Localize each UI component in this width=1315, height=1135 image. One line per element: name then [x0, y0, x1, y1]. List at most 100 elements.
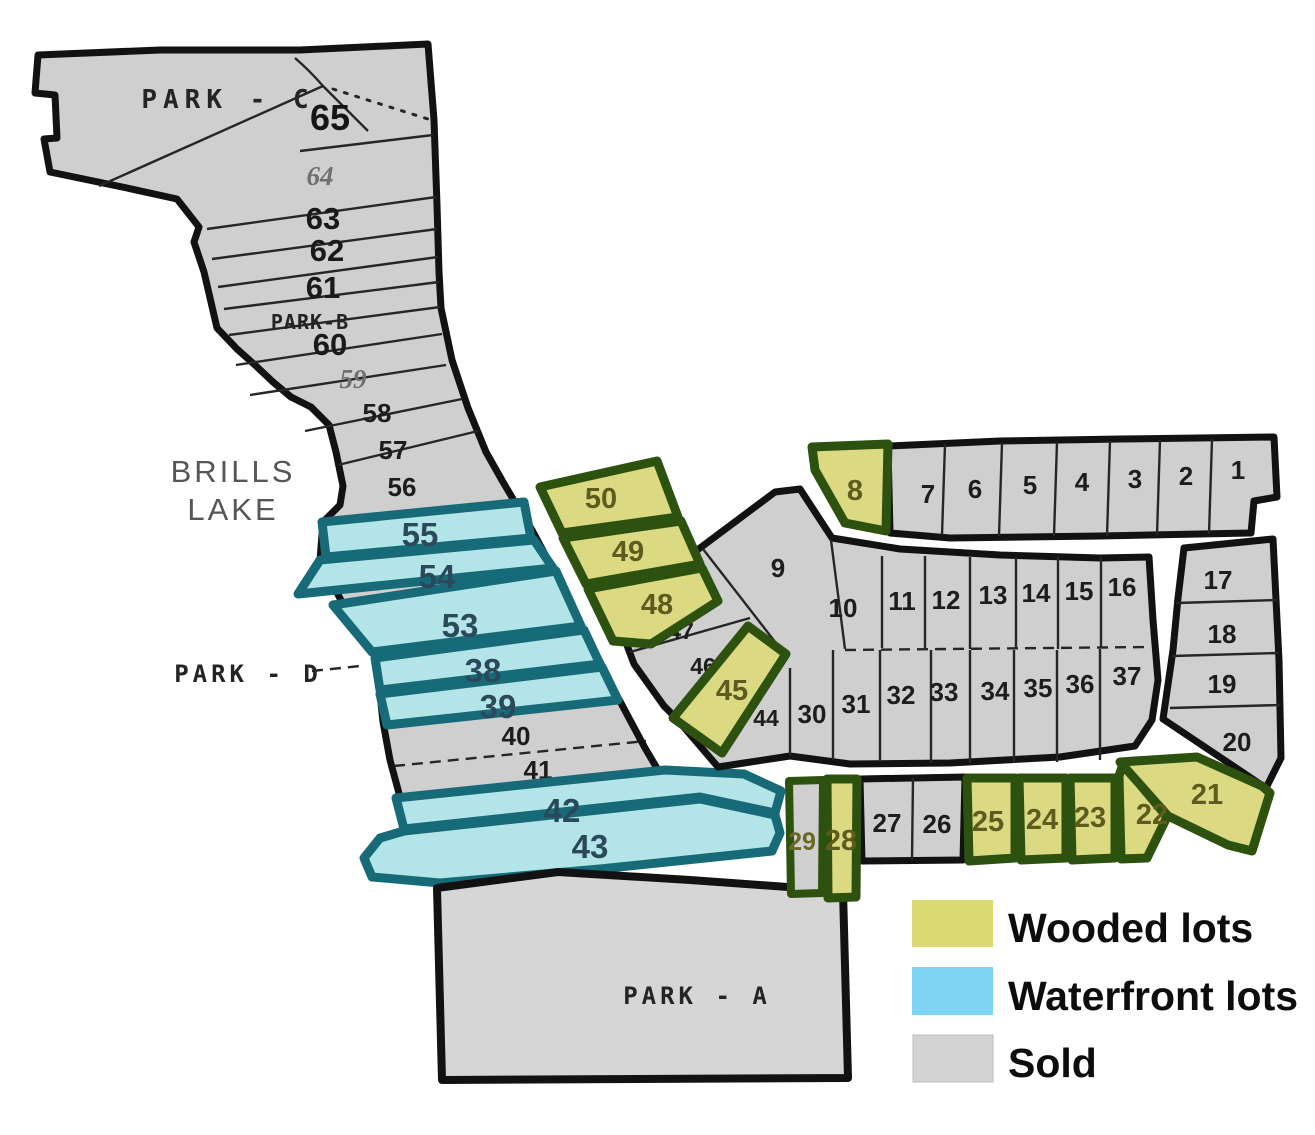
lot-11-label: 11: [888, 586, 916, 616]
lot-29-label: 29: [788, 828, 816, 856]
lot-20-label: 20: [1223, 727, 1252, 757]
lot-10-label: 10: [829, 593, 858, 623]
lot-53-label: 53: [442, 607, 479, 644]
east-column-parcel: 17 18 19 20: [1159, 535, 1285, 792]
lot-54-label: 54: [419, 558, 456, 595]
park-b-label: PARK-B: [271, 310, 349, 334]
lot-65-label: 65: [310, 97, 350, 138]
legend-label-wooded: Wooded lots: [1008, 905, 1253, 951]
lots-26-27-divider: [910, 777, 915, 861]
lot-40-label: 40: [502, 721, 531, 751]
map-annotations: BRILLS LAKE PARK - D: [171, 454, 361, 688]
park-c-boundary-lines: [98, 57, 369, 188]
lot-45-region: [668, 621, 791, 758]
lots-1-7-region: [884, 433, 1281, 542]
lot-17-label: 17: [1204, 565, 1233, 595]
lot-14-label: 14: [1022, 578, 1051, 608]
lot-9-label: 9: [771, 553, 785, 583]
park-d-label: PARK - D: [174, 660, 322, 688]
lot-59-label: 59: [340, 364, 368, 394]
wooded-lots-west: 50 49 48 45: [535, 456, 791, 758]
lot-44-label: 44: [753, 705, 779, 731]
lot40-41-divider: [393, 739, 647, 768]
rows-10-16-30-37-divider: [844, 645, 1151, 652]
lot-33-label: 33: [930, 677, 959, 707]
lot-22-label: 22: [1136, 799, 1168, 831]
waterfront-lots: 55 54 53 38 39 42 43: [293, 497, 786, 888]
lot-35-label: 35: [1024, 673, 1053, 703]
lot-2-label: 2: [1179, 461, 1193, 491]
lot-1-label: 1: [1231, 455, 1245, 485]
lot-50-label: 50: [585, 483, 617, 515]
lot-30-label: 30: [798, 699, 827, 729]
lot-24-label: 24: [1026, 804, 1058, 836]
lot-45-label: 45: [716, 675, 748, 707]
lot-5-label: 5: [1023, 470, 1037, 500]
lot-18-label: 18: [1208, 619, 1237, 649]
lot-55-label: 55: [402, 516, 439, 553]
lot-8-region: [807, 439, 893, 536]
lot-57-label: 57: [379, 435, 408, 465]
lot-4-label: 4: [1075, 467, 1090, 497]
lot-49-label: 49: [612, 536, 644, 568]
park-a-region: [433, 868, 852, 1084]
lot-37-label: 37: [1113, 661, 1142, 691]
lot-23-region: [1065, 773, 1120, 865]
lot-8-label: 8: [847, 475, 863, 507]
legend-swatch-waterfront: [912, 967, 993, 1015]
lot-56-label: 56: [388, 472, 417, 502]
lot-64-label: 64: [307, 161, 334, 191]
legend-swatch-wooded: [912, 900, 993, 947]
legend-swatch-sold: [912, 1034, 994, 1083]
lot-21-region: [1115, 752, 1275, 856]
lot-23-label: 23: [1074, 802, 1106, 834]
center-parcel-dividers: [629, 539, 1103, 763]
lot-7-label: 7: [921, 479, 935, 509]
lot-15-label: 15: [1065, 576, 1094, 606]
lot-25-region: [962, 773, 1020, 866]
lot-58-label: 58: [363, 398, 392, 428]
lot-32-label: 32: [887, 680, 916, 710]
park-a-label: PARK - A: [623, 982, 771, 1010]
lots-1-7-dividers: [940, 438, 1214, 537]
lot-43-region: [359, 794, 785, 888]
top-dotted-road-line: [331, 87, 430, 121]
south-row: 29 28 27 26 25 24 23 22 21: [785, 752, 1275, 903]
lot-27-label: 27: [873, 808, 902, 838]
lots-17-20-dividers: [1169, 598, 1281, 710]
lot-36-label: 36: [1066, 669, 1095, 699]
lot-24-region: [1014, 773, 1071, 865]
lot-39-region: [375, 662, 623, 730]
lot-61-label: 61: [306, 270, 340, 305]
lot-21-label: 21: [1191, 779, 1223, 811]
lot-19-label: 19: [1208, 669, 1237, 699]
lot-25-label: 25: [972, 806, 1004, 838]
lot-31-label: 31: [842, 689, 871, 719]
lot-16-label: 16: [1108, 572, 1137, 602]
legend-label-waterfront: Waterfront lots: [1008, 973, 1298, 1019]
lot-13-label: 13: [979, 580, 1008, 610]
legend: Wooded lots Waterfront lots Sold: [912, 900, 1298, 1086]
park-a-parcel: PARK - A: [433, 868, 852, 1084]
lot-3-label: 3: [1128, 464, 1142, 494]
lot-6-label: 6: [968, 474, 982, 504]
strip-lot-dividers: [206, 133, 479, 467]
lot-34-label: 34: [981, 676, 1010, 706]
north-row-parcel: 8 7 6 5 4 3 2 1: [807, 433, 1281, 542]
lake-label-line1: BRILLS: [171, 454, 296, 489]
lot-26-label: 26: [923, 809, 952, 839]
lot-43-label: 43: [572, 828, 609, 865]
lot-62-label: 62: [310, 233, 344, 268]
lot-29-region: [785, 776, 827, 898]
lot-60-label: 60: [313, 327, 347, 362]
lot-42-label: 42: [544, 792, 581, 829]
lot-38-label: 38: [465, 652, 502, 689]
lot-48-label: 48: [641, 589, 673, 621]
lot-63-label: 63: [306, 201, 340, 236]
lot-28-label: 28: [825, 825, 857, 857]
legend-label-sold: Sold: [1008, 1040, 1097, 1086]
park-c-label: PARK - C: [141, 85, 314, 115]
lot-48-region: [583, 563, 723, 649]
